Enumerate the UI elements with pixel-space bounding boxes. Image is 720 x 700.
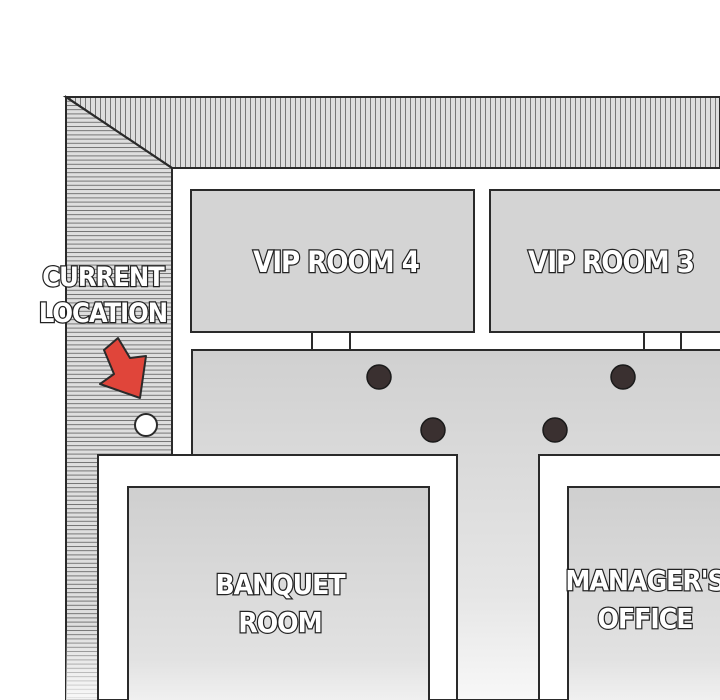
- vip-room-3[interactable]: [489, 189, 720, 333]
- vip-room-3-label: VIP ROOM 3: [528, 245, 694, 279]
- vip-room-4[interactable]: [190, 189, 475, 333]
- map-marker-dot[interactable]: [420, 417, 446, 443]
- doorway-vip-3: [643, 332, 682, 350]
- banquet-room-label: BANQUET: [215, 568, 346, 601]
- banquet-room[interactable]: [127, 486, 430, 700]
- outer-wall: [62, 95, 720, 700]
- managers-office[interactable]: [567, 486, 720, 700]
- managers-office-label: MANAGER'S: [565, 564, 720, 597]
- current-location-label: LOCATION: [39, 298, 167, 329]
- current-location-marker[interactable]: [134, 413, 158, 437]
- managers-office-label: OFFICE: [598, 602, 693, 635]
- map-marker-dot[interactable]: [610, 364, 636, 390]
- current-location-label: CURRENT: [42, 262, 165, 293]
- arrow-down-right-icon: [99, 337, 147, 399]
- banquet-room-label: ROOM: [238, 606, 321, 639]
- map-marker-dot[interactable]: [366, 364, 392, 390]
- vip-room-4-label: VIP ROOM 4: [253, 245, 419, 279]
- map-marker-dot[interactable]: [542, 417, 568, 443]
- doorway-vip-4: [311, 332, 351, 350]
